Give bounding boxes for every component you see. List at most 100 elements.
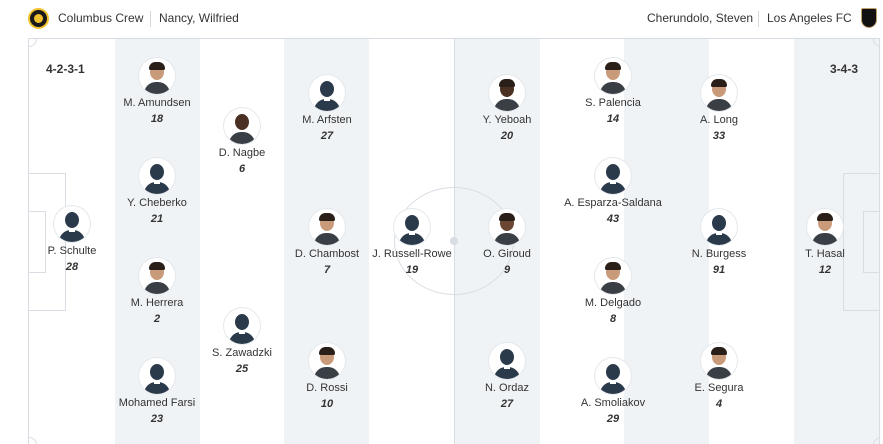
player-number: 2 <box>153 313 161 325</box>
lafc-logo-icon[interactable] <box>861 8 877 28</box>
corner-arc <box>29 437 37 444</box>
player-card[interactable]: P. Schulte 28 <box>7 206 137 273</box>
header-divider <box>150 11 151 27</box>
player-number: 91 <box>712 264 726 276</box>
player-card[interactable]: J. Russell-Rowe 19 <box>347 209 477 276</box>
pitch-stripe <box>624 39 709 444</box>
player-name: S. Palencia <box>585 97 641 109</box>
player-avatar-icon <box>595 158 631 194</box>
player-name: T. Hasal <box>805 248 845 260</box>
player-number: 19 <box>405 264 419 276</box>
player-card[interactable]: T. Hasal 12 <box>760 209 883 276</box>
player-avatar-icon <box>224 308 260 344</box>
player-number: 7 <box>323 264 331 276</box>
player-name: S. Zawadzki <box>212 347 272 359</box>
player-number: 14 <box>606 113 620 125</box>
player-number: 29 <box>606 413 620 425</box>
player-number: 43 <box>606 213 620 225</box>
player-card[interactable]: O. Giroud 9 <box>442 209 572 276</box>
player-photo <box>595 58 631 94</box>
player-photo <box>489 209 525 245</box>
player-avatar-icon <box>54 206 90 242</box>
player-number: 33 <box>712 130 726 142</box>
player-name: M. Delgado <box>584 297 642 309</box>
player-avatar-icon <box>701 209 737 245</box>
player-name: O. Giroud <box>483 248 531 260</box>
player-avatar-icon <box>309 75 345 111</box>
away-team-name[interactable]: Los Angeles FC <box>767 11 852 25</box>
player-card[interactable]: A. Smoliakov 29 <box>548 358 678 425</box>
player-number: 18 <box>150 113 164 125</box>
home-goal-box <box>29 211 46 273</box>
player-card[interactable]: A. Esparza-Saldana 43 <box>548 158 678 225</box>
player-number: 21 <box>150 213 164 225</box>
player-card[interactable]: A. Long 33 <box>654 75 784 142</box>
player-number: 9 <box>503 264 511 276</box>
player-photo <box>489 75 525 111</box>
player-card[interactable]: Y. Cheberko 21 <box>92 158 222 225</box>
player-number: 6 <box>238 163 246 175</box>
player-number: 23 <box>150 413 164 425</box>
player-name: D. Rossi <box>306 382 348 394</box>
player-photo <box>309 343 345 379</box>
player-name: M. Amundsen <box>123 97 191 109</box>
player-card[interactable]: D. Chambost 7 <box>262 209 392 276</box>
away-formation: 3-4-3 <box>830 62 859 76</box>
away-goal-box <box>863 211 879 273</box>
player-name: N. Ordaz <box>484 382 529 394</box>
player-photo <box>595 258 631 294</box>
corner-arc <box>29 39 37 47</box>
player-number: 25 <box>235 363 249 375</box>
away-coach-name[interactable]: Cherundolo, Steven <box>647 11 754 25</box>
player-photo <box>309 209 345 245</box>
player-number: 8 <box>609 313 617 325</box>
player-photo <box>701 75 737 111</box>
header-divider <box>758 11 759 27</box>
match-lineup-header: Columbus Crew Nancy, Wilfried Cherundolo… <box>0 0 883 38</box>
player-card[interactable]: M. Delgado 8 <box>548 258 678 325</box>
player-photo <box>701 343 737 379</box>
player-name: P. Schulte <box>47 245 97 257</box>
player-photo <box>224 108 260 144</box>
player-photo <box>807 209 843 245</box>
player-card[interactable]: N. Ordaz 27 <box>442 343 572 410</box>
home-penalty-box <box>29 173 66 311</box>
player-avatar-icon <box>394 209 430 245</box>
player-name: D. Chambost <box>294 248 360 260</box>
center-spot <box>450 237 458 245</box>
player-photo <box>139 58 175 94</box>
corner-arc <box>873 437 879 444</box>
home-formation: 4-2-3-1 <box>46 62 85 76</box>
player-avatar-icon <box>139 358 175 394</box>
player-avatar-icon <box>595 358 631 394</box>
player-name: A. Esparza-Saldana <box>564 197 662 209</box>
player-card[interactable]: Y. Yeboah 20 <box>442 75 572 142</box>
player-card[interactable]: D. Rossi 10 <box>262 343 392 410</box>
player-card[interactable]: E. Segura 4 <box>654 343 784 410</box>
player-number: 4 <box>715 398 723 410</box>
columbus-crew-logo-icon[interactable] <box>28 8 49 29</box>
player-name: M. Arfsten <box>302 114 352 126</box>
player-card[interactable]: D. Nagbe 6 <box>177 108 307 175</box>
player-number: 12 <box>818 264 832 276</box>
player-number: 27 <box>500 398 514 410</box>
player-card[interactable]: S. Palencia 14 <box>548 58 678 125</box>
player-name: E. Segura <box>694 382 744 394</box>
player-name: Y. Yeboah <box>482 114 532 126</box>
player-card[interactable]: M. Amundsen 18 <box>92 58 222 125</box>
player-name: N. Burgess <box>691 248 747 260</box>
player-card[interactable]: M. Herrera 2 <box>92 258 222 325</box>
player-number: 27 <box>320 130 334 142</box>
player-card[interactable]: N. Burgess 91 <box>654 209 784 276</box>
home-team-name[interactable]: Columbus Crew <box>58 11 144 25</box>
player-card[interactable]: S. Zawadzki 25 <box>177 308 307 375</box>
home-coach-name[interactable]: Nancy, Wilfried <box>159 11 239 25</box>
player-number: 20 <box>500 130 514 142</box>
player-name: Y. Cheberko <box>127 197 187 209</box>
player-card[interactable]: Mohamed Farsi 23 <box>92 358 222 425</box>
player-name: J. Russell-Rowe <box>372 248 452 260</box>
player-number: 28 <box>65 261 79 273</box>
player-avatar-icon <box>139 158 175 194</box>
player-card[interactable]: M. Arfsten 27 <box>262 75 392 142</box>
player-name: A. Smoliakov <box>580 397 646 409</box>
